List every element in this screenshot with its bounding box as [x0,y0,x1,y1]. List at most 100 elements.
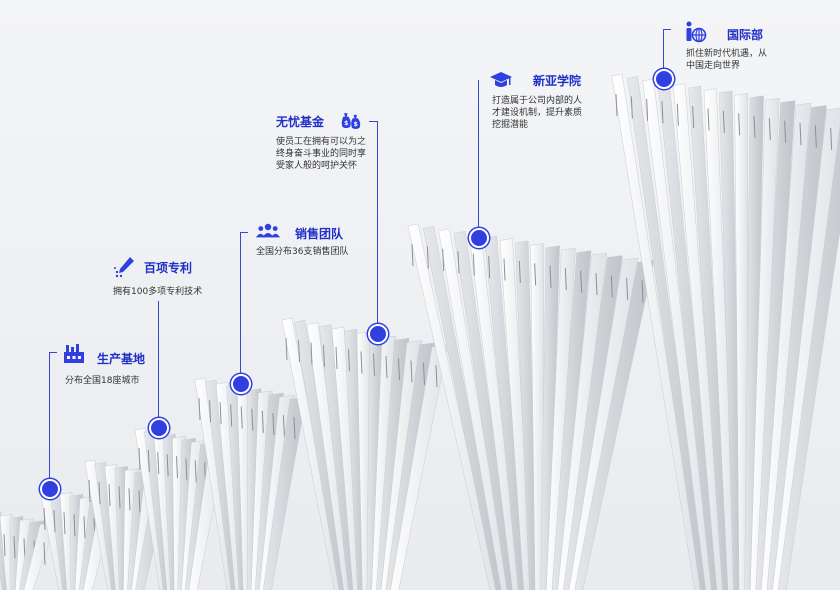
fan-shadow-line [240,406,243,429]
fan-shadow-line [13,536,16,559]
fan-shadow-line [185,458,188,481]
fan-fin [371,335,397,590]
fan-fin [319,324,357,590]
milestone-title: 百项专利 [144,261,193,275]
fan-fin [673,83,726,590]
fan-shadow-line [98,482,101,505]
fan-shadow-line [768,118,771,141]
fan-shadow-line [128,488,131,511]
fan-fin [551,250,592,590]
fan-fin [557,252,608,590]
fan-fin [642,78,715,590]
timeline-dot [40,479,60,499]
fan-shadow-line [272,412,275,435]
fan-shadow-line [676,103,679,126]
fan-shadow-line [722,110,725,133]
fan-shadow-line [610,275,613,298]
fan-shadow-line [385,355,388,379]
fan-shadow-line [118,486,121,509]
fan-fin [540,245,560,590]
fan-shadow-line [348,349,350,372]
fan-fin [499,238,533,590]
fan-fin [719,90,742,590]
fan-shadow-line [426,246,429,269]
fan-shadow-line [398,358,400,381]
fan-shadow-line [63,512,66,535]
fan-shadow-line [43,542,46,565]
fan-fin [344,328,367,590]
fan-shadow-line [43,507,46,531]
fan-shadow-line [534,263,537,286]
fan-fin [611,73,703,590]
svg-text:$: $ [354,121,358,128]
fan-shadow-line [641,280,644,303]
fan-fin [772,107,840,590]
fan-fin [281,317,343,590]
fan-shadow-line [580,270,583,293]
fan-shadow-line [53,510,56,533]
fan-fin [766,105,827,590]
fan-shadow-line [293,417,296,440]
fan-shadow-line [251,408,254,431]
fan-fin [530,243,545,590]
fan-shadow-line [549,265,552,288]
fan-fin [306,322,352,590]
fan-shadow-line [335,346,338,370]
fan-fin [703,88,737,590]
fan-shadow-line [410,360,413,383]
fan-shadow-line [108,484,111,507]
fan-shadow-line [261,410,264,433]
fan-fin [438,228,510,590]
fan-shadow-line [310,342,313,365]
fan-shadow-line [814,125,817,148]
fan-fin [294,319,348,590]
fan-shadow-line [753,115,756,138]
fan-fin [563,255,623,590]
fan-fin [484,235,527,590]
fan-fin [627,76,709,590]
fan-shadow-line [661,101,664,124]
fan-shadow-line [198,397,201,421]
fan-shadow-line [166,454,169,477]
patent-pen-icon [114,257,134,278]
fan-fin [761,102,812,590]
milestone-desc: 拥有100多项专利技术 [113,287,203,297]
fan-fin [749,97,780,590]
fan-shadow-line [564,268,567,291]
fan-shadow-line [503,258,506,281]
fan-fin [423,226,504,590]
fan-shadow-line [88,479,91,503]
milestone-title: 新亚学院 [533,74,582,88]
fan-shadow-line [73,514,76,537]
fan-shadow-line [518,260,521,283]
team-people-icon [256,223,280,238]
fan-fin [568,257,639,590]
fan-shadow-line [830,127,833,150]
fan-shadow-line [457,251,460,274]
fan-shadow-line [83,516,86,539]
fan-shadow-line [176,456,178,479]
fan-shadow-line [138,447,141,471]
fan-fin [734,93,749,590]
milestone-title: 销售团队 [295,227,344,241]
fan-structures [0,73,840,590]
fan-shadow-line [738,113,741,136]
fan-fin [688,85,731,590]
fan-shadow-line [230,404,233,427]
fan-shadow-line [209,400,212,423]
fan-fin [744,95,764,590]
milestone-title: 生产基地 [97,352,146,366]
timeline-dot [149,418,169,438]
fan-shadow-line [626,277,629,300]
fan-fin [546,247,576,590]
fan-shadow-line [442,248,445,271]
milestone-desc: 全国分布36支销售团队 [256,247,349,257]
fan-fin [515,240,538,590]
fan-shadow-line [630,96,633,119]
fan-shadow-line [692,106,695,129]
fan-shadow-line [323,344,325,367]
fan-shadow-line [411,243,414,267]
fan-shadow-line [282,415,285,438]
fan-fin [777,125,840,590]
